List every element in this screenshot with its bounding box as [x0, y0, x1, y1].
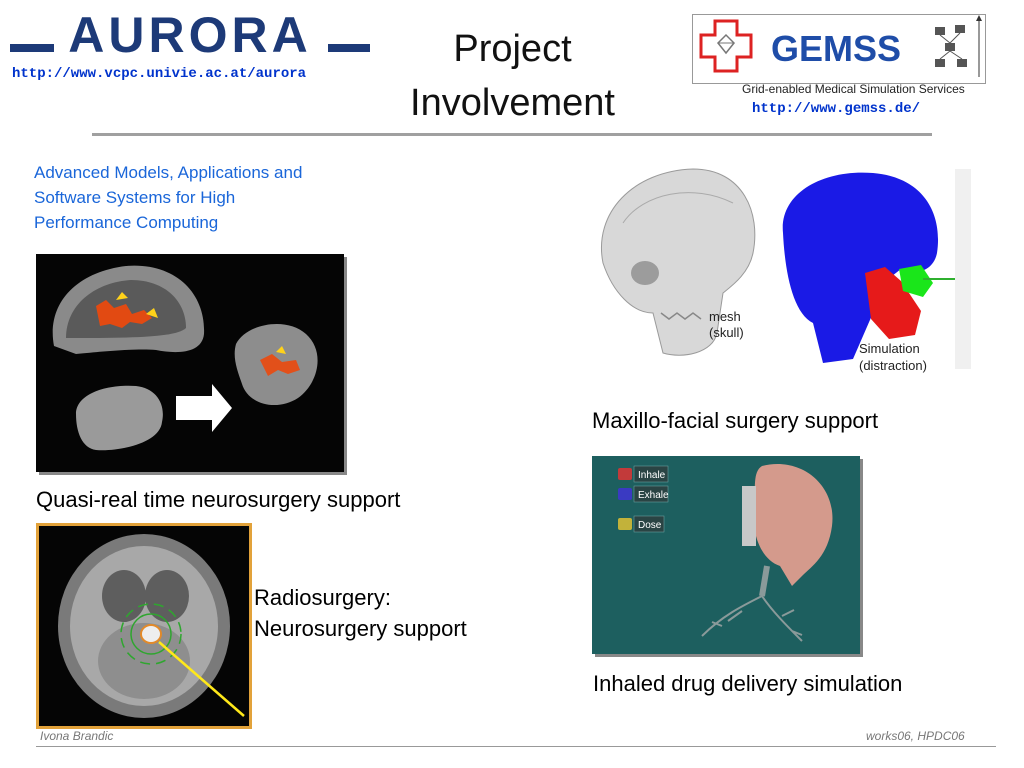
dose-button-label: Dose	[638, 520, 662, 531]
title-line-1: Project	[453, 28, 572, 70]
radio-caption-line-1: Radiosurgery:	[254, 585, 391, 610]
mesh-label-1: mesh	[709, 309, 741, 324]
page-title: Project Involvement	[380, 22, 645, 130]
neurosurgery-image	[36, 254, 344, 472]
red-cross-icon	[699, 19, 753, 73]
gemss-link[interactable]: http://www.gemss.de/	[752, 101, 921, 117]
simulation-label-2: (distraction)	[859, 358, 927, 373]
gemss-subtitle: Grid-enabled Medical Simulation Services	[742, 82, 965, 96]
subtitle-line-3: Performance Computing	[34, 213, 219, 232]
neurosurgery-caption: Quasi-real time neurosurgery support	[36, 487, 401, 512]
header-divider	[92, 133, 932, 136]
radiosurgery-image	[36, 523, 252, 729]
simulation-label-1: Simulation	[859, 341, 920, 356]
subtitle-line-1: Advanced Models, Applications and	[34, 163, 303, 182]
project-subtitle: Advanced Models, Applications and Softwa…	[34, 160, 364, 235]
inhale-button-label: Inhale	[638, 470, 666, 481]
footer-divider	[36, 746, 996, 747]
exhale-button-label: Exhale	[638, 490, 669, 501]
maxillo-facial-caption: Maxillo-facial surgery support	[592, 408, 879, 433]
title-line-2: Involvement	[410, 82, 615, 124]
subtitle-line-2: Software Systems for High	[34, 188, 236, 207]
footer-author: Ivona Brandic	[40, 729, 114, 743]
radio-caption-line-2: Neurosurgery support	[254, 616, 467, 641]
aurora-logo: AURORA	[10, 7, 370, 63]
footer-event: works06, HPDC06	[866, 729, 965, 743]
aurora-link[interactable]: http://www.vcpc.univie.ac.at/aurora	[12, 66, 307, 82]
gemss-logo: GEMSS	[692, 14, 986, 84]
maxillo-facial-image: mesh (skull) Simulation (distraction)	[583, 163, 973, 376]
network-computers-icon	[935, 15, 982, 77]
aurora-logo-text: AURORA	[68, 10, 311, 58]
gemss-logo-text: GEMSS	[771, 28, 901, 69]
radiosurgery-caption: Radiosurgery: Neurosurgery support	[254, 582, 467, 644]
inhaled-drug-caption: Inhaled drug delivery simulation	[593, 671, 903, 696]
inhaled-drug-image: Inhale Exhale Dose	[592, 456, 860, 654]
mesh-label-2: (skull)	[709, 325, 744, 340]
